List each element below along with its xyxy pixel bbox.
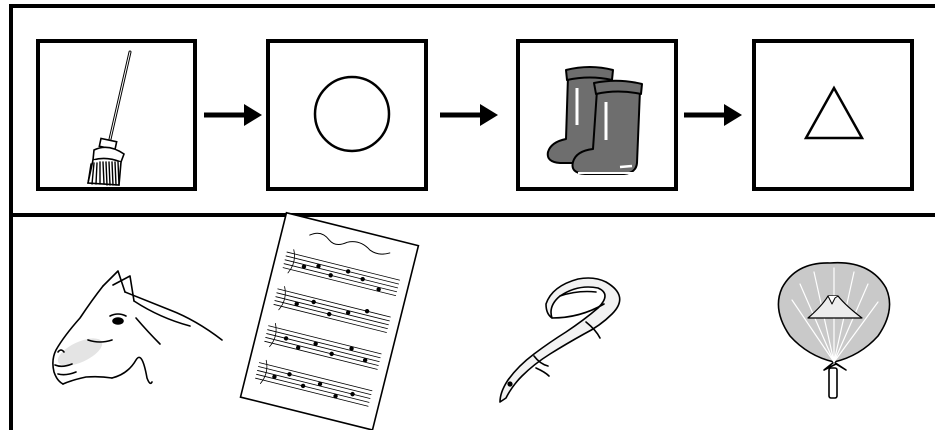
sequence-box-3[interactable]: [516, 39, 678, 191]
right-arrow-icon: [204, 104, 262, 126]
right-arrow-icon: [440, 104, 498, 126]
outer-frame: [9, 4, 935, 430]
sheet-music-icon[interactable]: [239, 211, 420, 430]
circle-icon: [313, 75, 391, 153]
right-arrow-icon: [684, 104, 742, 126]
boots-icon: [546, 66, 643, 175]
triangle-icon: [803, 85, 865, 140]
sequence-box-1[interactable]: [36, 39, 197, 191]
horse-icon[interactable]: [52, 270, 223, 385]
choices-row: [52, 211, 891, 430]
sequence-row: [36, 39, 914, 191]
uchiwa-fan-icon[interactable]: [777, 261, 891, 399]
sequence-box-4[interactable]: [752, 39, 914, 191]
broom-icon: [87, 50, 132, 186]
eel-icon[interactable]: [499, 277, 621, 403]
sequence-box-2[interactable]: [266, 39, 428, 191]
